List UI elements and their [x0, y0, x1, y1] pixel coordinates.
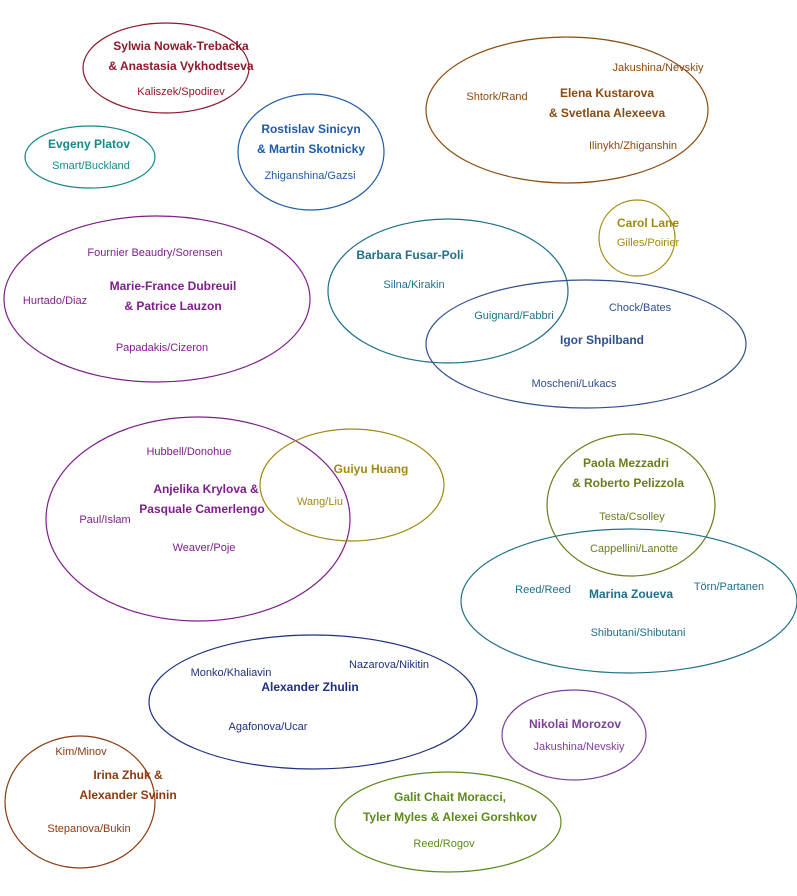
coach-name: Alexander Zhulin: [261, 680, 358, 694]
team-label: Jakushina/Nevskiy: [612, 62, 704, 74]
group-ellipse-sinicyn: [237, 93, 385, 211]
coach-name: Elena Kustarova: [560, 86, 654, 100]
team-label: Weaver/Poje: [173, 542, 236, 554]
group-ellipse-fusarpoli: [327, 218, 569, 364]
group-ellipse-huang: [259, 428, 445, 542]
group-ellipse-zhuk: [4, 735, 156, 869]
group-ellipse-nowak: [82, 22, 250, 114]
team-label: Zhiganshina/Gazsi: [264, 170, 355, 182]
team-label: Jakushina/Nevskiy: [533, 741, 625, 753]
team-label: Törn/Partanen: [694, 581, 764, 593]
shared-team-label: Wang/Liu: [297, 496, 343, 508]
team-label: Monko/Khaliavin: [191, 667, 272, 679]
coach-name: Barbara Fusar-Poli: [356, 248, 463, 262]
group-ellipse-gorshkov: [334, 771, 562, 873]
group-ellipse-platov: [24, 125, 156, 189]
group-ellipse-lane: [598, 199, 676, 277]
team-label: Kim/Minov: [55, 746, 107, 758]
coach-name: Rostislav Sinicyn: [261, 122, 360, 136]
team-label: Shibutani/Shibutani: [591, 627, 686, 639]
coach-name: Tyler Myles & Alexei Gorshkov: [363, 810, 537, 824]
team-label: Shtork/Rand: [466, 91, 527, 103]
coach-name: & Anastasia Vykhodtseva: [108, 59, 253, 73]
coach-name: Guiyu Huang: [334, 462, 409, 476]
team-label: Reed/Rogov: [413, 838, 475, 850]
coach-name: Marie-France Dubreuil: [110, 279, 237, 293]
group-ellipse-mezzadri: [546, 433, 716, 577]
coach-name: & Svetlana Alexeeva: [549, 106, 666, 120]
team-label: Papadakis/Cizeron: [116, 342, 208, 354]
coach-name: & Patrice Lauzon: [124, 299, 221, 313]
team-label: Testa/Csolley: [599, 511, 665, 523]
coach-name: Paola Mezzadri: [583, 456, 669, 470]
coach-name: & Roberto Pelizzola: [572, 476, 684, 490]
team-label: Paul/Islam: [79, 514, 130, 526]
coach-name: Pasquale Camerlengo: [139, 502, 264, 516]
team-label: Fournier Beaudry/Sorensen: [87, 247, 222, 259]
team-label: Stepanova/Bukin: [47, 823, 130, 835]
group-ellipse-shpilband: [425, 279, 747, 409]
team-label: Hurtado/Diaz: [23, 295, 87, 307]
team-label: Gilles/Poirier: [617, 237, 680, 249]
coach-name: Nikolai Morozov: [529, 717, 621, 731]
shared-team-label: Cappellini/Lanotte: [590, 543, 678, 555]
coach-name: Evgeny Platov: [48, 137, 130, 151]
group-labels: Sylwia Nowak-Trebacka & Anastasia Vykhodt…: [23, 39, 764, 850]
group-ellipses: [3, 22, 797, 873]
coach-name: Igor Shpilband: [560, 333, 644, 347]
coach-name: & Martin Skotnicky: [257, 142, 365, 156]
group-ellipse-zoueva: [460, 528, 797, 674]
team-label: Hubbell/Donohue: [146, 446, 231, 458]
shared-team-label: Guignard/Fabbri: [474, 310, 554, 322]
coach-name: Irina Zhuk &: [93, 768, 163, 782]
group-ellipse-dubreuil: [3, 215, 311, 383]
team-label: Chock/Bates: [609, 302, 672, 314]
group-ellipse-zhulin: [148, 634, 478, 770]
team-label: Reed/Reed: [515, 584, 571, 596]
team-label: Ilinykh/Zhiganshin: [589, 140, 677, 152]
team-label: Agafonova/Ucar: [229, 721, 308, 733]
group-ellipse-krylova: [45, 416, 351, 622]
coach-name: Galit Chait Moracci,: [394, 790, 506, 804]
team-label: Nazarova/Nikitin: [349, 659, 429, 671]
group-ellipse-kustarova: [425, 36, 709, 184]
coach-name: Carol Lane: [617, 216, 679, 230]
team-label: Kaliszek/Spodirev: [137, 86, 225, 98]
coach-name: Anjelika Krylova &: [153, 482, 259, 496]
group-ellipse-morozov: [501, 689, 647, 781]
coach-name: Alexander Svinin: [79, 788, 176, 802]
team-label: Silna/Kirakin: [383, 279, 444, 291]
team-label: Smart/Buckland: [52, 160, 130, 172]
coach-name: Marina Zoueva: [589, 587, 673, 601]
team-label: Moscheni/Lukacs: [532, 378, 617, 390]
coach-name: Sylwia Nowak-Trebacka: [113, 39, 249, 53]
